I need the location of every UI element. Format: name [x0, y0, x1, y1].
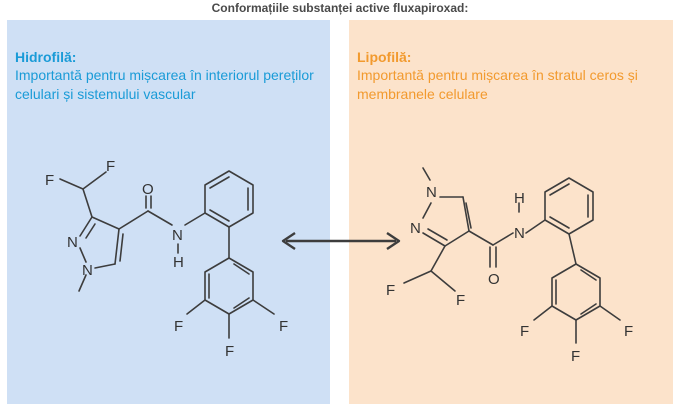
- lipophilic-structure: N N F F O N H F F F: [386, 167, 633, 365]
- atom-label: F: [571, 348, 580, 365]
- atom-label: H: [173, 254, 184, 271]
- atom-label: N: [172, 227, 183, 244]
- atom-label: N: [426, 184, 437, 201]
- atom-label: F: [225, 343, 234, 360]
- lipophilic-description: Importantă pentru mișcarea în stratul ce…: [357, 67, 638, 102]
- atom-label: F: [174, 318, 183, 335]
- atom-label: O: [488, 271, 500, 288]
- atom-label: N: [67, 234, 78, 251]
- hydrophilic-panel: Hidrofilă: Importantă pentru mișcarea în…: [7, 20, 330, 404]
- atom-label: N: [82, 262, 93, 279]
- atom-label: N: [514, 225, 525, 242]
- atom-label: F: [456, 292, 465, 309]
- atom-label: F: [45, 172, 54, 189]
- atom-label: F: [386, 282, 395, 299]
- diagram-title: Conformațiile substanței active fluxapir…: [211, 1, 469, 15]
- hydrophilic-heading: Hidrofilă:: [15, 49, 77, 65]
- hydrophilic-structure: F F N N O N H F F F: [45, 158, 288, 360]
- atom-label: H: [514, 190, 525, 207]
- hydrophilic-description: Importantă pentru mișcarea în interiorul…: [15, 67, 314, 102]
- atom-label: O: [142, 181, 154, 198]
- atom-label: F: [520, 323, 529, 340]
- lipophilic-heading: Lipofilă:: [357, 49, 412, 65]
- atom-label: N: [410, 220, 421, 237]
- atom-label: F: [106, 158, 115, 175]
- atom-label: F: [279, 318, 288, 335]
- atom-label: F: [624, 323, 633, 340]
- lipophilic-panel: Lipofilă: Importantă pentru mișcarea în …: [349, 20, 673, 404]
- double-headed-arrow-icon: [281, 232, 401, 250]
